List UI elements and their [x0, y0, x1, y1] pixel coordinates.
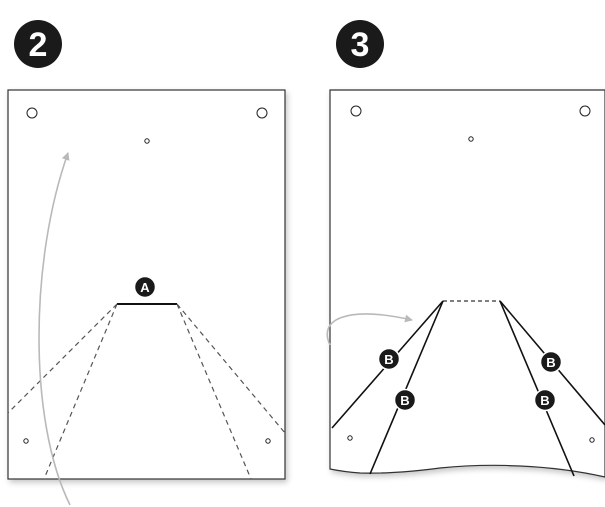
step-3-number: 3 [351, 26, 370, 64]
step-3-circle [336, 20, 384, 68]
badge-a-circle [133, 275, 157, 299]
step-3-marker: 3 [336, 20, 384, 68]
hole-bottom-left [347, 435, 353, 441]
corner-hole-top-left [350, 105, 362, 117]
badge-b-circle [539, 350, 563, 374]
badge-b-circle [393, 388, 417, 412]
corner-hole-top-left [26, 107, 38, 119]
corner-hole-top-right [579, 105, 591, 117]
step-2-circle [14, 20, 62, 68]
fold-lines-step-2 [7, 303, 286, 480]
badge-b-upper-right: B [539, 350, 563, 374]
badge-b-label: B [540, 393, 549, 408]
fold-line-inner-right [176, 303, 252, 480]
hole-bottom-right [589, 437, 595, 443]
fold-line-inner-left [43, 303, 118, 480]
fold-line-outer-left [7, 303, 118, 414]
badge-b-lower-right: B [533, 388, 557, 412]
badge-a: A [133, 275, 157, 299]
panel-step-3: 3 B [326, 20, 605, 478]
center-hole-top [144, 138, 150, 144]
badge-a-label: A [140, 280, 150, 295]
center-hole-top [468, 136, 474, 142]
panel-step-2: 2 A [7, 20, 286, 506]
fold-arrow [326, 313, 413, 346]
fold-line-inner-right [499, 300, 575, 477]
fold-line-outer-right [176, 303, 286, 434]
corner-hole-top-right [256, 107, 268, 119]
step-2-marker: 2 [14, 20, 62, 68]
step-2-number: 2 [29, 26, 48, 64]
badge-b-circle [377, 347, 401, 371]
badge-b-circle [533, 388, 557, 412]
badge-b-lower-left: B [393, 388, 417, 412]
badge-b-label: B [546, 355, 555, 370]
paper-sheet-step-3 [329, 89, 605, 478]
hole-bottom-left [23, 438, 29, 444]
fold-up-arrow [38, 152, 71, 506]
fold-line-inner-left [369, 300, 444, 475]
badge-b-label: B [400, 393, 409, 408]
badge-b-label: B [384, 352, 393, 367]
hole-bottom-right [265, 438, 271, 444]
badge-b-upper-left: B [377, 347, 401, 371]
